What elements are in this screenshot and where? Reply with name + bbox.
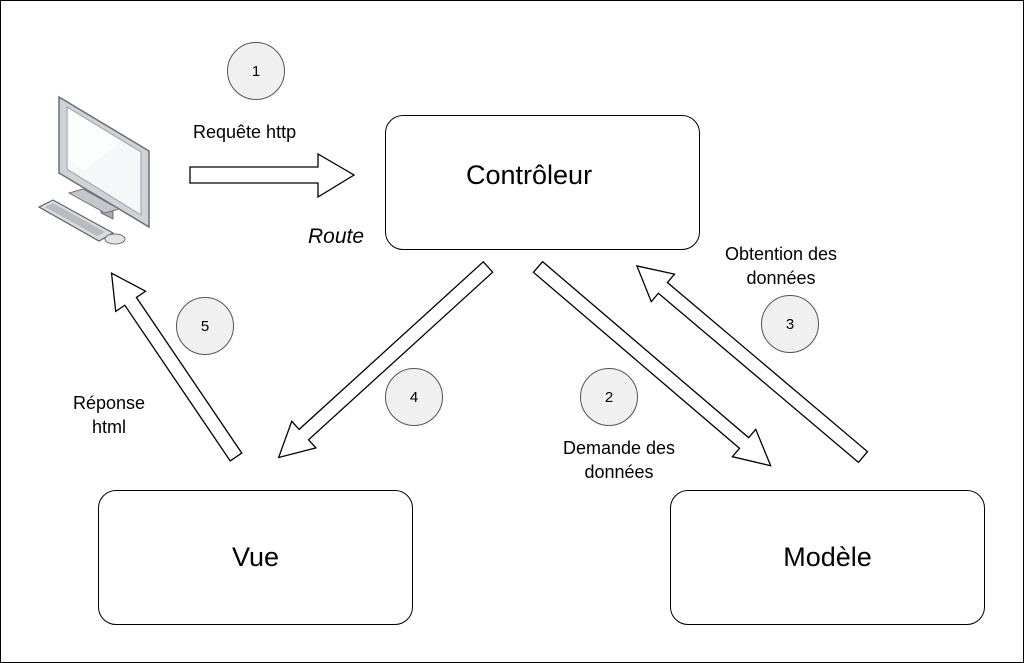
controller-box: Contrôleur xyxy=(385,115,700,250)
arrow-http-request xyxy=(189,152,356,199)
arrow-data-obtain xyxy=(635,265,869,464)
data-request-line-2: données xyxy=(584,462,654,482)
route-label: Route xyxy=(308,225,365,248)
step-3-badge: 3 xyxy=(761,295,819,353)
desktop-computer-icon xyxy=(37,95,150,245)
step-2-badge: 2 xyxy=(580,368,638,426)
http-request-label: Requête http xyxy=(193,122,297,142)
view-label: Vue xyxy=(231,542,280,572)
html-response-label: Réponse html xyxy=(59,391,159,439)
controller-label: Contrôleur xyxy=(466,159,593,190)
arrow-to-view xyxy=(277,260,494,459)
step-4-badge: 4 xyxy=(385,368,443,426)
step-1-badge: 1 xyxy=(227,42,285,100)
data-obtain-line-2: données xyxy=(746,268,816,288)
step-5-badge: 5 xyxy=(176,297,234,355)
view-box: Vue xyxy=(98,490,413,625)
model-label: Modèle xyxy=(783,542,872,572)
arrow-html-response xyxy=(110,272,243,462)
data-obtain-label: Obtention des données xyxy=(710,242,852,290)
arrow-data-request xyxy=(532,260,772,467)
html-response-line-1: Réponse xyxy=(72,393,146,413)
data-request-label: Demande des données xyxy=(546,436,692,484)
model-box: Modèle xyxy=(670,490,985,625)
data-request-line-1: Demande des xyxy=(562,438,676,458)
data-obtain-line-1: Obtention des xyxy=(724,244,838,264)
html-response-line-2: html xyxy=(91,417,126,437)
